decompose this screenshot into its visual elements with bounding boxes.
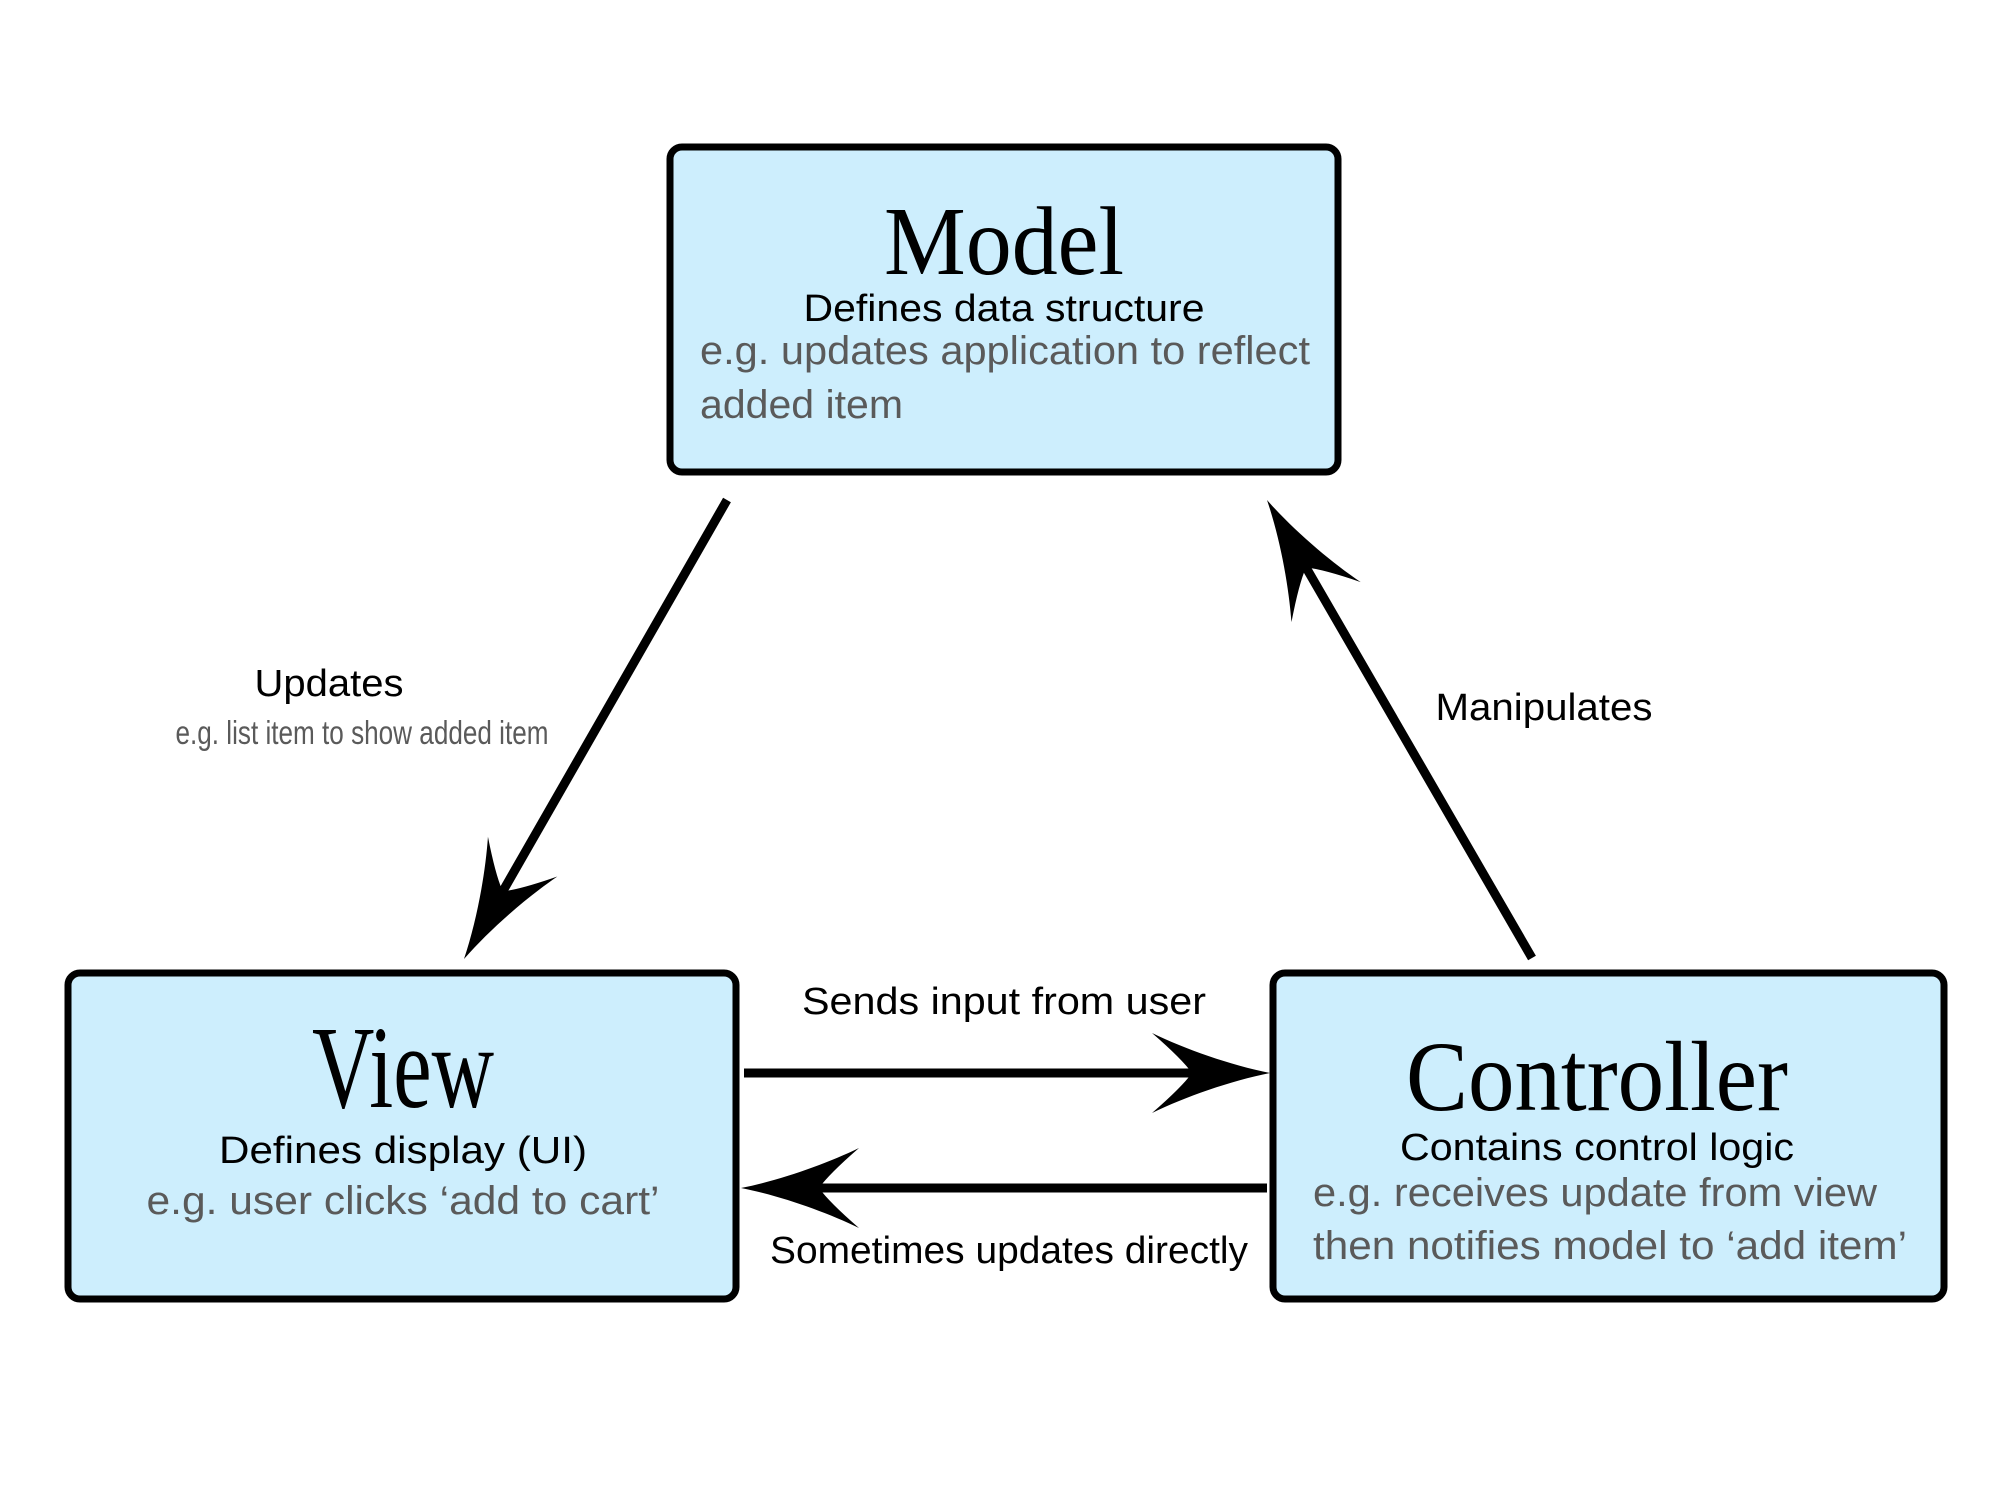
controller-example-line: e.g. receives update from view (1313, 1171, 1877, 1215)
edge-example-updates: e.g. list item to show added item (176, 714, 549, 751)
model-title: Model (884, 188, 1124, 296)
controller-title: Controller (1406, 1021, 1788, 1132)
arrow-shaft (494, 497, 731, 901)
controller-box (1269, 969, 1948, 1303)
edge-label-sometimes-updates: Sometimes updates directly (770, 1230, 1248, 1272)
edge-label-manipulates: Manipulates (1436, 687, 1653, 729)
view-subtitle: Defines display (UI) (219, 1130, 587, 1172)
model-subtitle: Defines data structure (804, 288, 1205, 330)
arrow-shaft (1298, 558, 1536, 961)
arrow-model-to-view (464, 497, 731, 959)
model-node: Model Defines data structure e.g. update… (666, 143, 1342, 476)
view-title: View (312, 1002, 494, 1133)
arrowhead-icon (1152, 1033, 1270, 1113)
arrow-controller-to-model (1267, 500, 1536, 961)
model-example-line: added item (700, 383, 903, 427)
arrow-view-to-controller (744, 1033, 1270, 1113)
model-box (666, 143, 1342, 476)
controller-example-line: then notifies model to ‘add item’ (1313, 1224, 1907, 1268)
view-node: View Defines display (UI) e.g. user clic… (64, 969, 740, 1303)
arrowhead-icon (1267, 500, 1361, 623)
arrow-controller-to-view (741, 1148, 1267, 1228)
view-box (64, 969, 740, 1303)
model-example-line: e.g. updates application to reflect (700, 329, 1310, 373)
view-example-line: e.g. user clicks ‘add to cart’ (147, 1179, 660, 1223)
arrowhead-icon (464, 836, 558, 959)
arrowhead-icon (741, 1148, 859, 1228)
edge-label-updates: Updates (255, 663, 404, 705)
controller-subtitle: Contains control logic (1400, 1127, 1794, 1169)
controller-node: Controller Contains control logic e.g. r… (1269, 969, 1948, 1303)
edge-label-sends-input: Sends input from user (802, 981, 1206, 1023)
